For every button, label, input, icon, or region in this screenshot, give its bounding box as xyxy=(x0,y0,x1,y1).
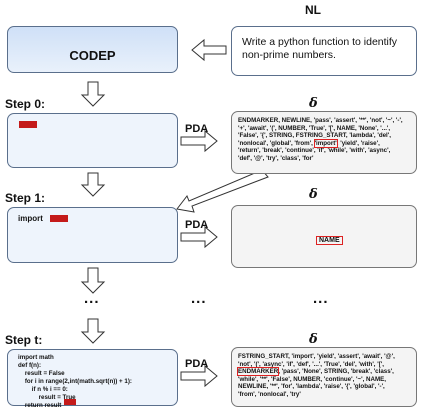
highlight-token: 'import' xyxy=(313,138,338,148)
ellipsis: ... xyxy=(191,290,207,307)
pda-label: PDA xyxy=(185,219,209,231)
codep-box: CODEP xyxy=(7,26,178,73)
step-1-code: import xyxy=(18,214,43,223)
right-arrow-icon xyxy=(180,225,218,249)
delta-symbol: δ xyxy=(309,96,318,111)
left-arrow-icon xyxy=(191,38,227,62)
step-1-label: Step 1: xyxy=(5,191,46,205)
highlight-token: ENDMARKER xyxy=(236,367,280,377)
step-0-box xyxy=(7,113,178,168)
vocab-list-t: FSTRING_START, 'import', 'yield', 'asser… xyxy=(236,353,395,398)
step-0-label: Step 0: xyxy=(5,97,46,111)
codep-label: CODEP xyxy=(69,48,116,63)
vocab-list-0: ENDMARKER, NEWLINE, 'pass', 'assert', '*… xyxy=(238,117,403,162)
step-t-label: Step t: xyxy=(5,333,43,347)
down-arrow-icon xyxy=(80,81,106,107)
down-arrow-icon xyxy=(80,267,106,294)
nl-prompt-text: Write a python function to identify non-… xyxy=(242,36,398,61)
cursor-marker xyxy=(64,399,76,405)
diagonal-arrow-icon xyxy=(176,169,269,213)
delta-symbol: δ xyxy=(309,187,318,202)
right-arrow-icon xyxy=(180,364,218,388)
vocab-box-1: NAME xyxy=(231,205,417,268)
nl-prompt-box: Write a python function to identify non-… xyxy=(231,26,417,76)
step-1-box: import xyxy=(7,207,178,263)
step-t-box: import math def f(n): result = False for… xyxy=(7,349,178,409)
vocab-box-0: ENDMARKER, NEWLINE, 'pass', 'assert', '*… xyxy=(231,111,417,174)
step-t-code: import math def f(n): result = False for… xyxy=(18,354,132,409)
vocab-box-t: FSTRING_START, 'import', 'yield', 'asser… xyxy=(231,347,417,407)
cursor-marker xyxy=(19,121,37,128)
right-arrow-icon xyxy=(180,129,218,153)
ellipsis: ... xyxy=(313,290,329,307)
down-arrow-icon xyxy=(80,172,106,197)
cursor-marker xyxy=(50,215,68,222)
nl-title: NL xyxy=(305,3,321,17)
pda-label: PDA xyxy=(185,358,209,370)
pda-label: PDA xyxy=(185,123,209,135)
delta-symbol: δ xyxy=(309,332,318,347)
highlight-token: NAME xyxy=(316,236,343,245)
down-arrow-icon xyxy=(80,318,106,344)
ellipsis: ... xyxy=(84,290,100,307)
